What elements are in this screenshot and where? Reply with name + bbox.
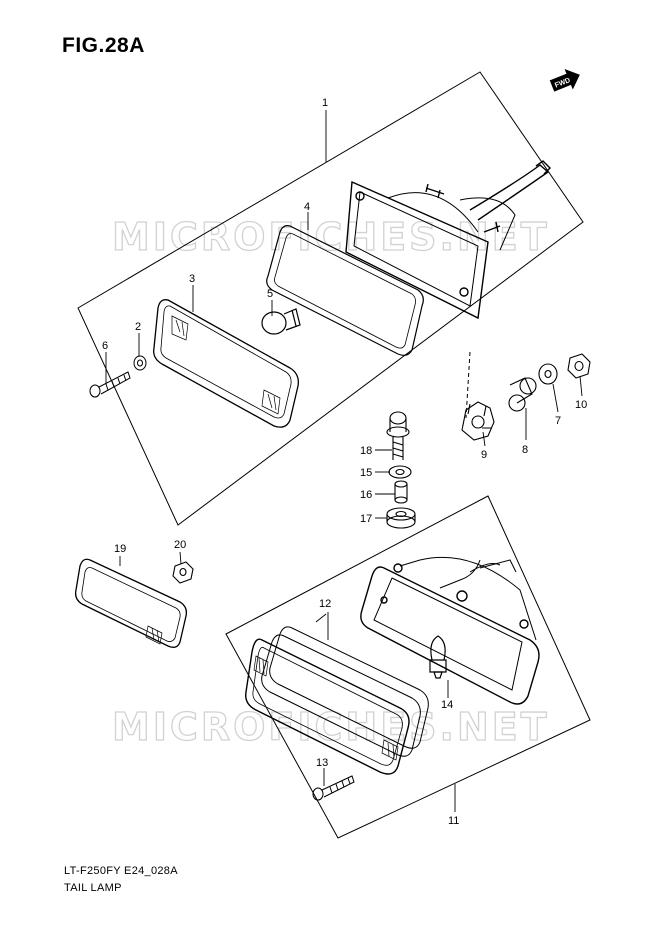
screw-6-icon <box>89 371 131 398</box>
callout-2: 2 <box>135 321 141 333</box>
callout-11: 11 <box>448 815 459 827</box>
grommet-17-icon <box>386 507 416 529</box>
callout-10: 10 <box>575 399 587 411</box>
callout-16: 16 <box>360 489 372 501</box>
callout-7: 7 <box>555 415 561 427</box>
callout-18: 18 <box>360 445 372 457</box>
callout-numbers: 1 2 3 4 5 6 7 8 9 10 11 12 13 14 15 16 1… <box>102 97 587 827</box>
lens-11-front <box>245 638 410 775</box>
lens-3 <box>153 299 299 428</box>
callout-15: 15 <box>360 467 372 479</box>
nut-10-icon <box>567 353 591 379</box>
assembly-box-upper <box>77 71 584 526</box>
fwd-arrow-icon: FWD <box>549 69 580 92</box>
lens-12 <box>261 626 429 757</box>
callout-6: 6 <box>102 340 108 352</box>
callout-9: 9 <box>481 449 487 461</box>
reflector-19 <box>74 558 188 648</box>
figure-name: TAIL LAMP <box>64 882 122 894</box>
lamp-housing-lower <box>360 556 540 705</box>
washer-7-icon <box>538 363 558 385</box>
gasket-4 <box>266 225 424 356</box>
collar-8-icon <box>508 377 537 412</box>
callout-17: 17 <box>360 513 372 525</box>
grommet-9-icon <box>461 401 495 441</box>
callout-8: 8 <box>522 444 528 456</box>
nut-20-icon <box>172 561 194 584</box>
callout-3: 3 <box>189 273 195 285</box>
watermark-top: MICROFICHES.NET <box>112 215 550 259</box>
callout-12: 12 <box>319 598 331 610</box>
bulb-14-icon <box>429 635 447 679</box>
callout-4: 4 <box>304 201 310 213</box>
washer-2-icon <box>133 355 147 371</box>
callout-1: 1 <box>322 97 328 109</box>
assembly-box-lower <box>225 495 591 839</box>
lamp-housing-upper <box>345 160 551 320</box>
callout-19: 19 <box>114 543 126 555</box>
leader-lines <box>105 110 583 812</box>
collar-16-icon <box>394 480 408 504</box>
bulb-5-icon <box>261 308 301 335</box>
screw-13-icon <box>312 775 355 801</box>
figure-title: FIG.28A <box>62 34 145 57</box>
figure-code: LT-F250FY E24_028A <box>64 865 178 877</box>
callout-20: 20 <box>174 539 186 551</box>
washer-15-icon <box>388 465 412 479</box>
callout-13: 13 <box>316 757 328 769</box>
callout-5: 5 <box>267 288 273 300</box>
watermark-bottom: MICROFICHES.NET <box>112 705 550 749</box>
callout-14: 14 <box>441 699 453 711</box>
bolt-18-icon <box>386 411 410 460</box>
